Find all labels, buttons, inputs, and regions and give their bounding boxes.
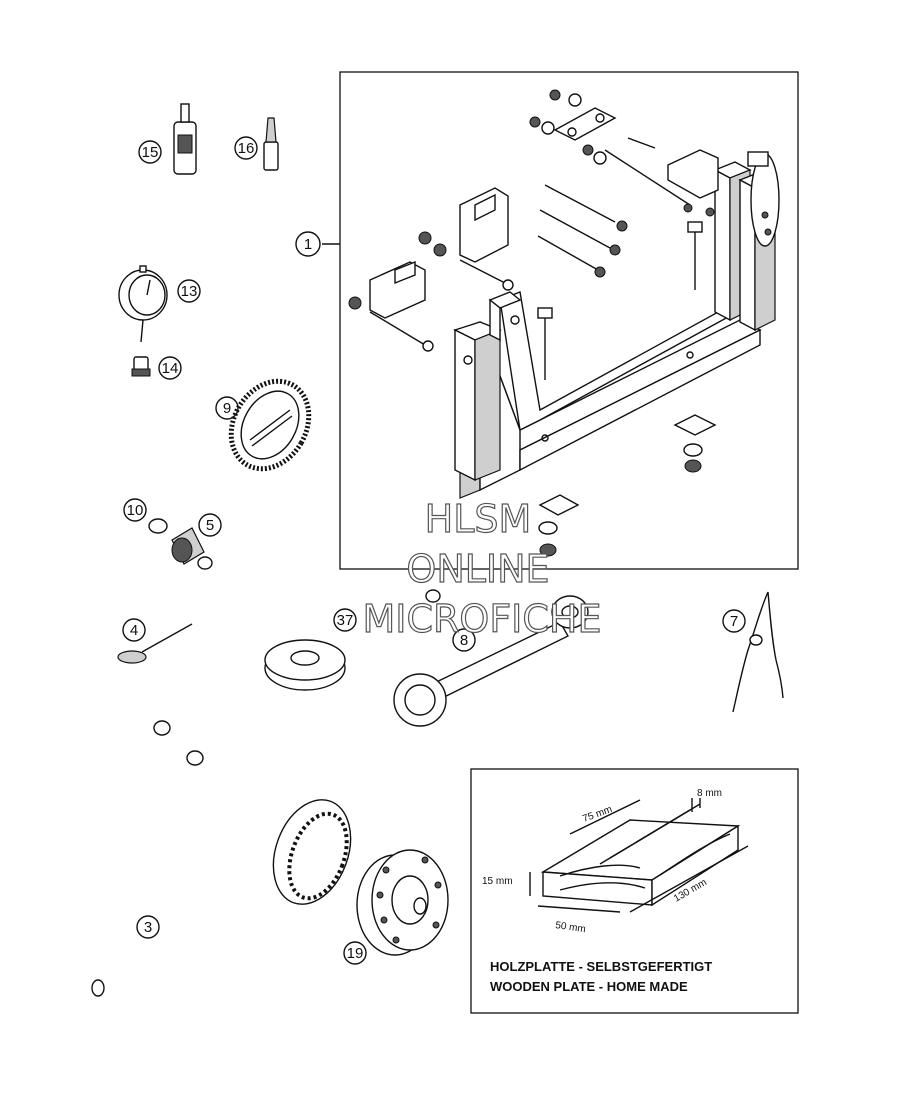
wooden-plate-inset-box bbox=[470, 768, 799, 1014]
callout-9: 9 bbox=[223, 400, 231, 417]
watermark: HLSM ONLINE MICROFICHE bbox=[362, 496, 602, 641]
dim-15mm: 15 mm bbox=[482, 876, 513, 887]
adhesive-bottle-part bbox=[173, 103, 197, 175]
callout-10: 10 bbox=[127, 502, 144, 519]
callout-8: 8 bbox=[460, 632, 468, 649]
inset-caption-english: WOODEN PLATE - HOME MADE bbox=[490, 979, 688, 994]
engine-stand-part bbox=[348, 89, 780, 557]
piston-pin-tool-part bbox=[148, 518, 213, 570]
dim-8mm: 8 mm bbox=[697, 788, 722, 799]
callout-3: 3 bbox=[144, 919, 152, 936]
watermark-line-3: MICROFICHE bbox=[362, 597, 601, 641]
holding-wrench-part bbox=[393, 595, 589, 727]
clutch-holder-part bbox=[91, 799, 352, 997]
dim-50mm: 50 mm bbox=[555, 920, 587, 935]
engine-stand-frame-box bbox=[339, 71, 799, 570]
circlip-pliers-part bbox=[732, 591, 784, 713]
spatula-part bbox=[117, 623, 193, 664]
puller-part bbox=[153, 589, 441, 766]
callout-14: 14 bbox=[162, 360, 179, 377]
wooden-plate-drawing bbox=[529, 798, 749, 913]
inset-caption-german: HOLZPLATTE - SELBSTGEFERTIGT bbox=[490, 959, 712, 974]
callout-13: 13 bbox=[181, 283, 198, 300]
gauge-adapter-part bbox=[131, 356, 151, 377]
callout-7: 7 bbox=[730, 613, 738, 630]
callout-16: 16 bbox=[238, 140, 255, 157]
dial-gauge-part bbox=[118, 265, 168, 343]
callout-15: 15 bbox=[142, 144, 159, 161]
watermark-line-2: ONLINE bbox=[406, 547, 549, 591]
degree-wheel-part bbox=[228, 378, 312, 472]
rotor-holder-part bbox=[356, 849, 449, 956]
grease-tube-part bbox=[263, 117, 279, 171]
dim-75mm: 75 mm bbox=[581, 804, 613, 825]
callout-37: 37 bbox=[337, 612, 354, 629]
callout-4: 4 bbox=[130, 622, 138, 639]
callout-19: 19 bbox=[347, 945, 364, 962]
callout-1: 1 bbox=[304, 236, 312, 253]
callout-5: 5 bbox=[206, 517, 214, 534]
watermark-line-1: HLSM bbox=[425, 497, 532, 541]
